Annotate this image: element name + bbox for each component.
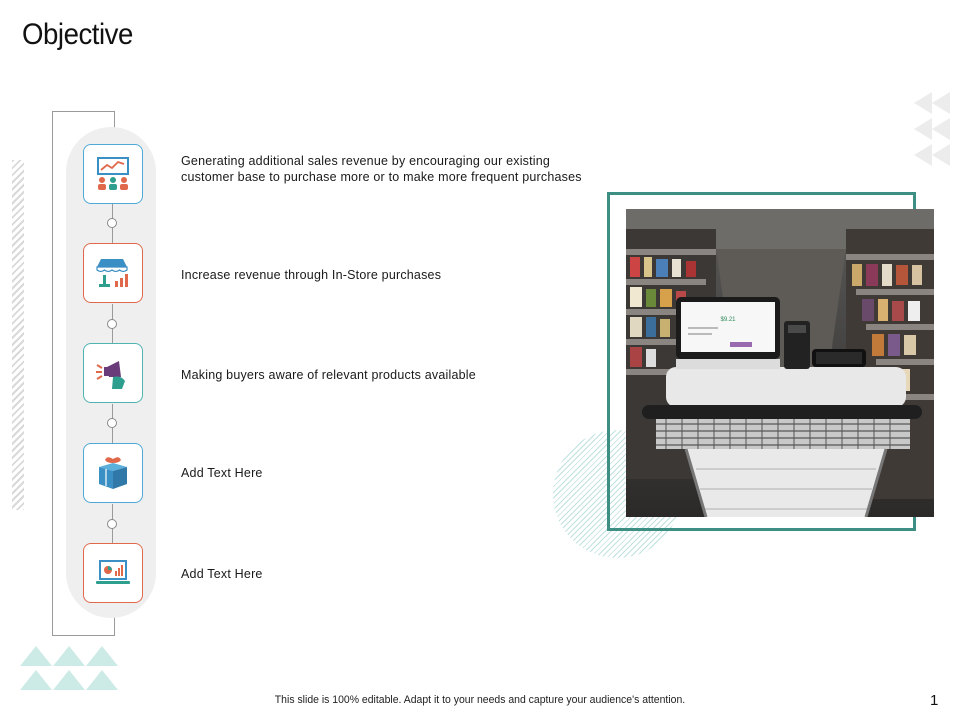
objective-text-5: Add Text Here — [181, 567, 263, 581]
timeline-node — [107, 319, 117, 329]
timeline-node — [107, 418, 117, 428]
gift-box-icon — [99, 457, 127, 489]
objective-icon-3 — [83, 343, 143, 403]
cart-screen-amount: $9.21 — [720, 317, 736, 323]
left-stripe-decoration — [12, 160, 24, 510]
objective-icon-4 — [83, 443, 143, 503]
mint-triangle-decoration — [20, 646, 118, 690]
store-revenue-icon — [96, 259, 128, 287]
objective-icon-2 — [83, 243, 143, 303]
smart-shopping-cart-photo: $9.21 — [626, 209, 934, 517]
objective-text-4: Add Text Here — [181, 466, 263, 480]
page-number: 1 — [930, 692, 939, 709]
objective-text-2: Increase revenue through In-Store purcha… — [181, 268, 442, 282]
presentation-audience-icon — [97, 157, 129, 190]
objective-icon-5 — [83, 543, 143, 603]
megaphone-icon — [96, 361, 125, 389]
triangle-pattern-decoration — [914, 92, 950, 166]
timeline-node — [107, 218, 117, 228]
objective-text-3: Making buyers aware of relevant products… — [181, 368, 476, 382]
timeline-node — [107, 519, 117, 529]
objective-text-1: Generating additional sales revenue by e… — [181, 154, 582, 184]
slide-footer: This slide is 100% editable. Adapt it to… — [274, 694, 686, 706]
slide-title: Objective — [22, 18, 133, 51]
laptop-chart-icon — [96, 560, 130, 584]
objective-icon-1 — [83, 144, 143, 204]
